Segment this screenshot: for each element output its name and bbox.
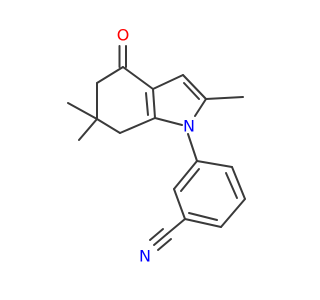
bond-c3-c2 <box>182 74 207 100</box>
bond-c3-c2-inner <box>183 82 200 100</box>
atom-labels: O N N <box>117 26 195 266</box>
oxygen-atom-label: O <box>117 26 130 45</box>
bond-n1-c7a <box>154 117 183 126</box>
bond-c4-c5 <box>96 66 124 84</box>
bond-b2-b3 <box>231 166 246 200</box>
nitrile-nitrogen-atom-label: N <box>139 247 151 266</box>
bond-b4-b5-inner <box>188 212 218 221</box>
bond-b6-b1-inner <box>180 168 200 192</box>
bond-c7-c7a <box>119 117 156 134</box>
bond-c3a-c7a-inner <box>145 92 149 116</box>
bond-b2-b3-inner <box>225 172 238 199</box>
bond-n1-aryl <box>187 133 198 162</box>
bond-cn-triple-c <box>157 238 172 251</box>
bond-cn-triple-a <box>153 233 168 246</box>
bond-c4-c3a <box>122 66 154 90</box>
bonds <box>67 45 246 251</box>
bond-aryl-cn <box>166 218 186 235</box>
bond-c3a-c3 <box>152 74 184 90</box>
bond-b1-b2 <box>196 160 233 168</box>
bond-b3-b4 <box>220 198 246 228</box>
bond-b6-b1 <box>173 160 198 190</box>
bond-c6-me-a <box>67 102 98 120</box>
bond-c3a-c7a <box>152 88 156 119</box>
bond-cn-triple-b <box>149 228 164 241</box>
bond-c2-n1 <box>194 98 207 117</box>
bond-b5-b6 <box>173 188 186 220</box>
structure-canvas: O N N <box>67 26 246 266</box>
bond-c2-methyl <box>205 96 244 100</box>
molecule-diagram: O N N <box>67 26 246 266</box>
bond-c6-me-b <box>78 118 98 141</box>
ring-nitrogen-atom-label: N <box>183 117 195 136</box>
bond-c6-c7 <box>96 118 121 134</box>
bond-b4-b5 <box>184 218 222 228</box>
